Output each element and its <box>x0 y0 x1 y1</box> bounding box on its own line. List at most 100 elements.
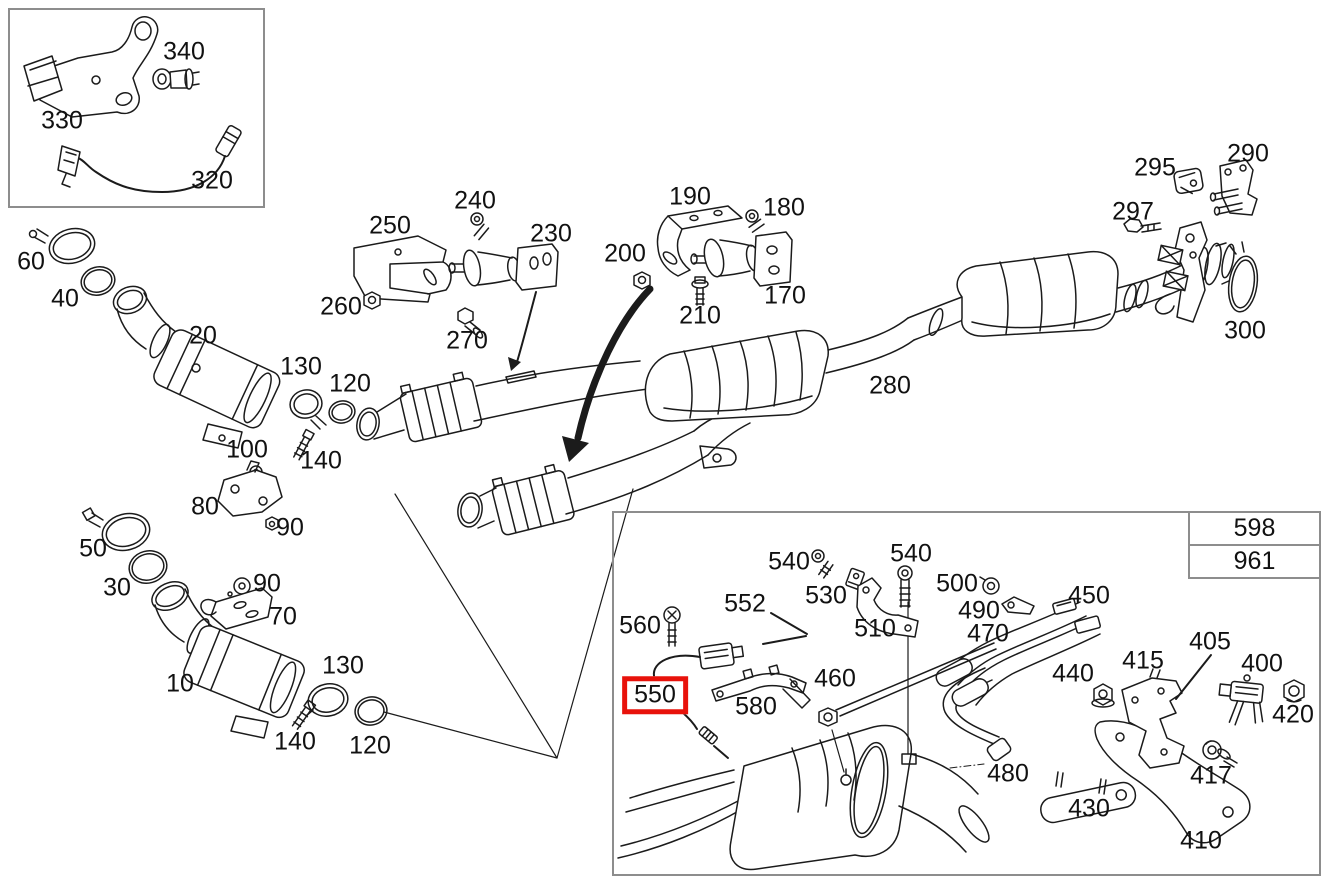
part-label-480[interactable]: 480 <box>987 759 1029 788</box>
part-label-140[interactable]: 140 <box>300 446 342 475</box>
part-label-260[interactable]: 260 <box>320 292 362 321</box>
part-label-200[interactable]: 200 <box>604 239 646 268</box>
part-297-bolt <box>1123 218 1162 233</box>
part-130-clamp-front <box>289 389 327 430</box>
part-label-410[interactable]: 410 <box>1180 826 1222 855</box>
part-label-90[interactable]: 90 <box>276 513 304 542</box>
part-label-510[interactable]: 510 <box>854 614 896 643</box>
part-label-90[interactable]: 90 <box>253 569 281 598</box>
part-70-bracket <box>200 587 273 630</box>
part-90-nut <box>265 516 279 531</box>
reference-group-table: 598 961 <box>1188 511 1321 579</box>
part-label-270[interactable]: 270 <box>446 326 488 355</box>
part-440-nut <box>1091 683 1115 708</box>
part-label-50[interactable]: 50 <box>79 534 107 563</box>
part-label-70[interactable]: 70 <box>269 602 297 631</box>
part-label-300[interactable]: 300 <box>1224 316 1266 345</box>
part-label-460[interactable]: 460 <box>814 664 856 693</box>
part-label-330[interactable]: 330 <box>41 106 83 135</box>
part-label-420[interactable]: 420 <box>1272 700 1314 729</box>
part-430-plate <box>1040 771 1137 824</box>
part-label-552[interactable]: 552 <box>724 589 766 618</box>
part-450-pipe <box>935 597 1087 687</box>
part-120-gasket-rear <box>354 696 388 726</box>
part-label-320[interactable]: 320 <box>191 166 233 195</box>
part-190-bracket <box>656 205 743 277</box>
part-140-bolt-rear <box>291 699 317 730</box>
part-label-540[interactable]: 540 <box>890 539 932 568</box>
part-530-clip <box>845 567 865 590</box>
part-label-120[interactable]: 120 <box>329 369 371 398</box>
inset-box-sensors <box>8 8 265 208</box>
part-40-gasket <box>80 266 116 296</box>
part-260-nut <box>363 291 381 310</box>
part-label-290[interactable]: 290 <box>1227 139 1269 168</box>
part-label-130[interactable]: 130 <box>280 352 322 381</box>
part-label-120[interactable]: 120 <box>349 731 391 760</box>
part-label-340[interactable]: 340 <box>163 37 205 66</box>
part-label-540[interactable]: 540 <box>768 547 810 576</box>
part-label-295[interactable]: 295 <box>1134 153 1176 182</box>
part-label-500[interactable]: 500 <box>936 569 978 598</box>
pointer-arrow-thick <box>562 285 654 462</box>
part-label-400[interactable]: 400 <box>1241 649 1283 678</box>
part-label-20[interactable]: 20 <box>189 321 217 350</box>
part-200-nut <box>633 271 651 290</box>
part-label-80[interactable]: 80 <box>191 492 219 521</box>
part-label-230[interactable]: 230 <box>530 219 572 248</box>
part-label-430[interactable]: 430 <box>1068 794 1110 823</box>
part-label-280[interactable]: 280 <box>869 371 911 400</box>
part-label-250[interactable]: 250 <box>369 211 411 240</box>
part-460-rod <box>818 642 997 773</box>
part-490-lever <box>1001 596 1035 615</box>
part-300-clamp <box>1227 241 1259 313</box>
part-label-100[interactable]: 100 <box>226 435 268 464</box>
part-230-rubber-mount <box>448 243 559 291</box>
part-label-415[interactable]: 415 <box>1122 646 1164 675</box>
part-label-10[interactable]: 10 <box>166 669 194 698</box>
part-550-temperature-sensor <box>652 642 745 759</box>
part-label-530[interactable]: 530 <box>805 581 847 610</box>
part-label-30[interactable]: 30 <box>103 573 131 602</box>
part-180-bolt <box>745 209 765 233</box>
leader-405 <box>1175 654 1212 700</box>
part-label-550-selected[interactable]: 550 <box>622 676 688 714</box>
part-540-screw-left <box>811 549 834 579</box>
inset-muffler-assembly <box>617 601 990 871</box>
part-140-bolt-front <box>293 428 315 461</box>
part-120-gasket-front <box>328 400 356 424</box>
reference-group-961[interactable]: 961 <box>1190 544 1319 577</box>
part-560-screw <box>663 606 681 647</box>
part-320-oxygen-sensor <box>57 124 242 193</box>
part-50-clamp <box>81 507 151 552</box>
part-30-gasket <box>128 550 168 584</box>
part-label-240[interactable]: 240 <box>454 186 496 215</box>
part-210-bolt <box>691 276 709 306</box>
part-label-470[interactable]: 470 <box>967 619 1009 648</box>
part-580-bracket <box>711 664 811 709</box>
part-label-417[interactable]: 417 <box>1190 761 1232 790</box>
part-label-180[interactable]: 180 <box>763 193 805 222</box>
part-label-210[interactable]: 210 <box>679 301 721 330</box>
rear-hanger-bracket <box>1154 221 1208 323</box>
part-label-60[interactable]: 60 <box>17 247 45 276</box>
part-label-405[interactable]: 405 <box>1189 627 1231 656</box>
part-label-297[interactable]: 297 <box>1112 197 1154 226</box>
part-label-450[interactable]: 450 <box>1068 581 1110 610</box>
part-label-560[interactable]: 560 <box>619 611 661 640</box>
part-label-190[interactable]: 190 <box>669 182 711 211</box>
part-130-clamp-rear <box>305 683 349 717</box>
part-label-130[interactable]: 130 <box>322 651 364 680</box>
reference-group-598[interactable]: 598 <box>1233 514 1276 542</box>
part-500-grommet <box>979 576 1000 595</box>
part-label-490[interactable]: 490 <box>958 596 1000 625</box>
part-label-170[interactable]: 170 <box>764 281 806 310</box>
part-label-440[interactable]: 440 <box>1052 659 1094 688</box>
part-10-catalytic-converter <box>151 580 305 739</box>
part-label-140[interactable]: 140 <box>274 727 316 756</box>
part-label-40[interactable]: 40 <box>51 284 79 313</box>
part-label-580[interactable]: 580 <box>735 692 777 721</box>
